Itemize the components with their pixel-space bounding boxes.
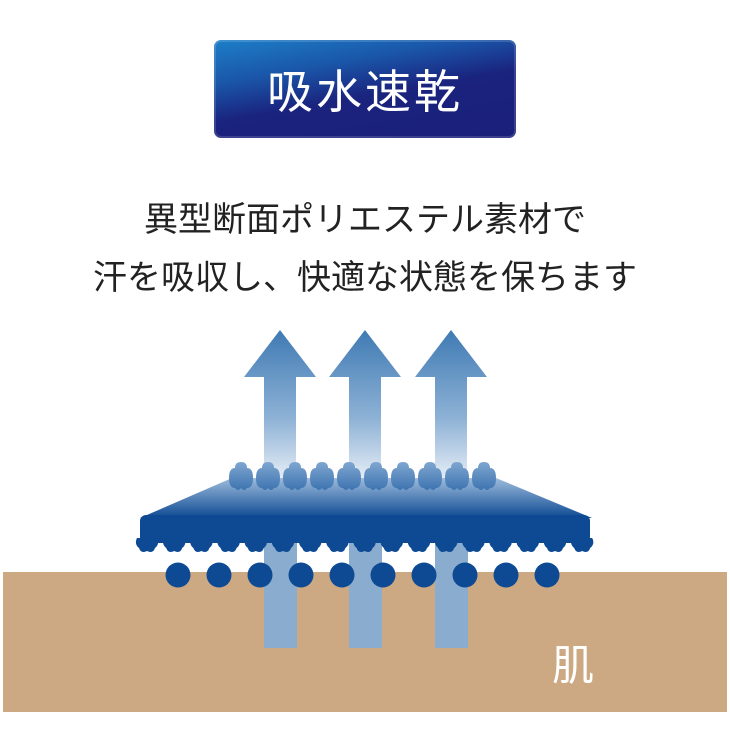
skin-label: 肌	[552, 641, 595, 690]
fiber-bump	[391, 462, 415, 490]
fabric-fiber-top	[229, 462, 496, 490]
fiber-bump	[337, 462, 361, 490]
fiber-bump	[163, 538, 186, 552]
title-badge: 吸水速乾	[214, 40, 516, 138]
fiber-bump	[543, 538, 567, 552]
sweat-droplet	[370, 562, 396, 588]
sweat-droplet	[329, 562, 355, 588]
fiber-bump	[472, 462, 496, 490]
sweat-droplet	[247, 562, 273, 588]
sweat-droplet	[165, 562, 191, 588]
lower-arrow-shafts	[264, 540, 468, 648]
arrow-up-icon	[244, 330, 316, 478]
description-line-1: 異型断面ポリエステル素材で	[144, 200, 586, 240]
fiber-bump	[310, 462, 334, 490]
fiber-bump	[135, 538, 159, 552]
fabric-band	[140, 515, 590, 543]
fiber-bump	[435, 538, 458, 552]
evaporation-arrows	[244, 330, 487, 478]
sweat-droplet	[452, 562, 478, 588]
sweat-droplet	[534, 562, 560, 588]
fiber-bump	[353, 538, 376, 552]
arrow-up-icon	[415, 330, 487, 478]
fiber-bump	[326, 538, 349, 552]
fiber-bump	[445, 462, 469, 490]
sweat-droplet	[206, 562, 232, 588]
sweat-droplet	[288, 562, 314, 588]
sweat-droplets	[165, 562, 560, 588]
fiber-bump	[244, 538, 267, 552]
fiber-bump	[418, 462, 442, 490]
fiber-bump	[571, 538, 594, 552]
fiber-bump	[229, 462, 253, 490]
sweat-droplet	[411, 562, 437, 588]
description-line-2: 汗を吸収し、快適な状態を保ちます	[93, 258, 637, 298]
fiber-bump	[283, 462, 307, 490]
fiber-bump	[364, 462, 388, 490]
fiber-bump	[217, 538, 240, 552]
fiber-bump	[516, 538, 539, 552]
title: 吸水速乾	[267, 65, 463, 119]
fiber-bump	[407, 538, 431, 552]
fiber-bump	[299, 538, 322, 552]
fiber-bump	[462, 538, 485, 552]
sweat-droplet	[493, 562, 519, 588]
fiber-bump	[271, 538, 295, 552]
fiber-bump	[256, 462, 280, 490]
arrow-up-icon	[329, 330, 401, 478]
fiber-bump	[380, 538, 403, 552]
fabric-fiber-bottom	[135, 538, 594, 552]
fiber-bump	[190, 538, 213, 552]
fiber-bump	[489, 538, 512, 552]
